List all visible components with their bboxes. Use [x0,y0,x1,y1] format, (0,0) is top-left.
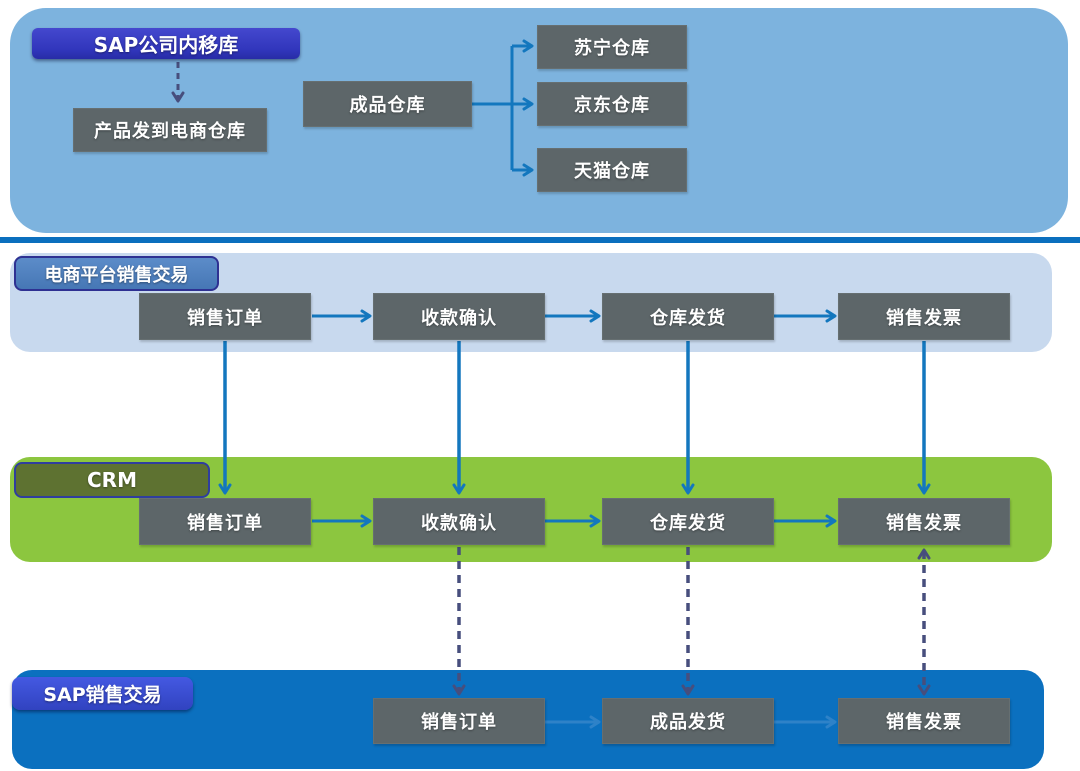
ecom-step-warehouse-ship: 仓库发货 [602,293,774,340]
warehouse-box-tmall: 天猫仓库 [537,148,687,192]
sap-step-sales-order: 销售订单 [373,698,545,744]
crm-section-label: CRM [14,462,210,498]
warehouse-box-jd: 京东仓库 [537,82,687,126]
finished-goods-box: 成品仓库 [303,81,472,127]
sap-section-label: SAP销售交易 [12,677,193,710]
warehouse-box-suning: 苏宁仓库 [537,25,687,69]
ecom-step-sales-invoice: 销售发票 [838,293,1010,340]
transfer-to-ecom-box: 产品发到电商仓库 [73,108,267,152]
sap-step-goods-issue: 成品发货 [602,698,774,744]
crm-step-sales-order: 销售订单 [139,498,311,545]
section-divider-line [0,237,1080,243]
crm-step-payment-confirm: 收款确认 [373,498,545,545]
crm-step-warehouse-ship: 仓库发货 [602,498,774,545]
ecommerce-section-label: 电商平台销售交易 [14,256,219,291]
ecom-step-sales-order: 销售订单 [139,293,311,340]
ecom-step-payment-confirm: 收款确认 [373,293,545,340]
internal-transfer-section-label: SAP公司内移库 [32,28,300,59]
crm-step-sales-invoice: 销售发票 [838,498,1010,545]
sap-step-sales-invoice: 销售发票 [838,698,1010,744]
